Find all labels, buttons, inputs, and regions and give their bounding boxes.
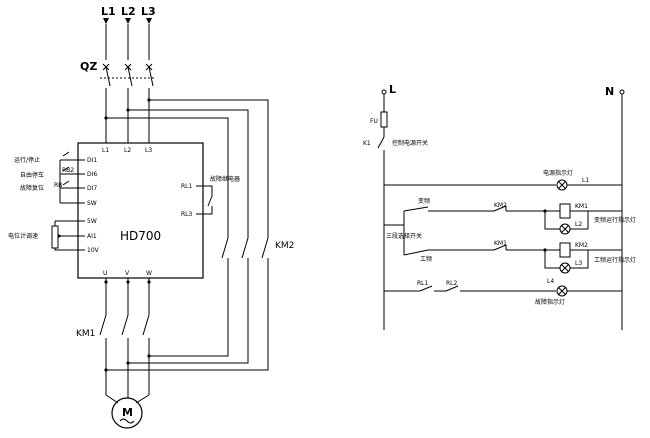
inverter-terminals-left: DI1 DI6 DI7 SW 5W AI1 10V [78,157,100,254]
coil-km1-label: KM1 [575,203,588,210]
term-rl3: RL3 [181,211,193,218]
inverter-input-switches: RB2 RB [54,151,78,204]
inv-in-l1: L1 [102,147,109,154]
power-lamp [556,179,568,191]
rl2-label: RL2 [446,280,458,287]
phase-label-l1: L1 [101,5,116,18]
term-di6: DI6 [87,171,97,178]
motor-label: M [122,406,133,419]
inv-out-v: V [125,270,130,277]
inverter-model: HD700 [120,229,161,243]
variable-label: 变频 [418,197,430,205]
inv-out-w: W [146,270,152,277]
phase-arrows [103,18,152,24]
contactor-km2 [221,237,269,268]
k1-label: K1 [363,140,371,147]
phase-label-l3: L3 [141,5,156,18]
term-di7: DI7 [87,185,97,192]
lamp-l1-label: L1 [582,177,589,184]
switch-k1 [377,136,385,149]
term-10v: 10V [87,247,100,254]
km1-label: KM1 [76,329,95,339]
inverter-box [77,142,204,279]
label-fault-reset: 故障复位 [20,184,44,192]
contactor-km1 [99,314,150,336]
km1-nc-label: KM1 [494,240,507,247]
row-mains: 工频 KM1 KM2 L3 工频运行指示灯 [403,240,636,274]
breaker-label: QZ [80,60,97,73]
lamp-l3-label: L3 [575,260,582,267]
label-pot-speed: 电位计调速 [8,232,38,240]
term-5w: 5W [87,218,97,225]
label-coast-stop: 自由停车 [20,171,44,179]
control-l-label: L [389,83,396,96]
coil-km2 [559,242,571,258]
terminal-n [619,89,625,95]
rl1-label: RL1 [417,280,429,287]
breaker-qz [100,63,155,87]
terminal-l [381,89,387,95]
row-fault: RL1 RL2 L4 故障指示灯 [384,278,622,306]
label-fault-relay: 故障继电器 [210,175,240,183]
km2-label: KM2 [275,241,294,251]
mains-label: 工频 [420,255,432,263]
power-circuit: L1 L2 L3 QZ [8,5,294,429]
potentiometer [51,220,78,251]
inv-in-l2: L2 [124,147,131,154]
mains-lamp-label: 工频运行指示灯 [594,256,636,264]
inverter-relay: RL1 RL3 [181,183,213,218]
term-ai1: AI1 [87,233,97,240]
fault-lamp-label: 故障指示灯 [535,298,565,306]
switch-rb: RB [54,182,62,189]
label-run-stop: 运行/停止 [14,156,40,164]
fuse-label: FU [370,118,378,125]
power-switch-label: 控制电源开关 [392,139,428,147]
km2-nc-label: KM2 [494,202,507,209]
variable-lamp-label: 变频运行指示灯 [594,216,636,224]
motor-symbol [111,397,143,429]
power-lamp-label: 电源指示灯 [543,169,573,177]
coil-km1 [559,203,571,219]
term-sw: SW [87,200,97,207]
control-circuit: L N FU K1 控制电源开关 电源指示灯 L1 变频 KM2 [363,83,636,330]
fuse [380,111,388,128]
control-n-label: N [605,85,614,98]
row-variable: 变频 KM2 KM1 L2 变频运行指示灯 [403,197,636,235]
inv-out-u: U [103,270,107,277]
selector-label: 三段选择开关 [386,232,422,240]
term-di1: DI1 [87,157,97,164]
phase-label-l2: L2 [121,5,136,18]
inv-in-l3: L3 [145,147,152,154]
switch-rb2: RB2 [62,167,74,174]
term-rl1: RL1 [181,183,193,190]
lamp-l4-label: L4 [547,278,554,285]
coil-km2-label: KM2 [575,242,588,249]
lamp-l2-label: L2 [575,221,582,228]
